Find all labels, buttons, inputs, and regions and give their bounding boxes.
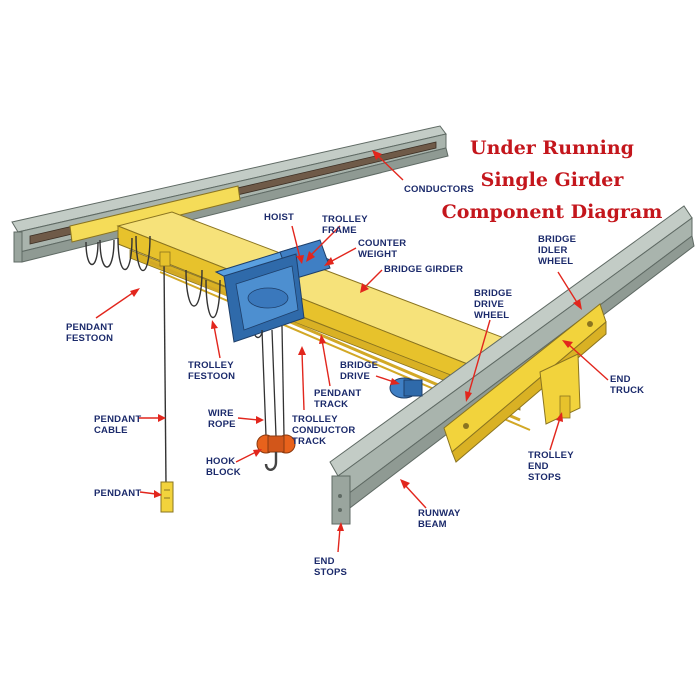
hook-block — [256, 434, 296, 471]
label-pendant-track: PENDANT TRACK — [314, 388, 364, 410]
label-counter-weight: COUNTER WEIGHT — [358, 238, 409, 260]
label-pendant-cable: PENDANT CABLE — [94, 414, 144, 436]
title-line-1: Under Running — [470, 137, 634, 159]
label-pendant: PENDANT — [94, 488, 141, 499]
hoist — [214, 239, 332, 343]
title-line-2: Single Girder — [481, 169, 625, 191]
title-line-3: Component Diagram — [442, 201, 663, 223]
wire-rope — [261, 325, 285, 437]
label-end-stops: END STOPS — [314, 556, 347, 578]
label-trolley-festoon: TROLLEY FESTOON — [188, 360, 236, 382]
label-trolley-end-stops: TROLLEY END STOPS — [528, 450, 576, 483]
label-runway-beam: RUNWAY BEAM — [418, 508, 463, 530]
label-pendant-festoon: PENDANT FESTOON — [66, 322, 116, 344]
label-hook-block: HOOK BLOCK — [206, 456, 241, 478]
diagram-title: Under Running Single Girder Component Di… — [442, 137, 663, 223]
pendant-cable — [159, 251, 171, 485]
component-labels: CONDUCTORS HOIST TROLLEY FRAME COUNTER W… — [66, 184, 644, 578]
label-bridge-idler-wheel: BRIDGE IDLER WHEEL — [538, 234, 579, 267]
label-bridge-drive-wheel: BRIDGE DRIVE WHEEL — [474, 288, 515, 321]
pendant — [160, 481, 174, 513]
label-wire-rope: WIRE ROPE — [208, 408, 236, 430]
trolley-end-stops — [539, 353, 581, 425]
leader-arrows — [95, 150, 609, 553]
label-end-truck: END TRUCK — [610, 374, 644, 396]
label-hoist: HOIST — [264, 212, 294, 223]
label-bridge-girder: BRIDGE GIRDER — [384, 264, 463, 275]
label-bridge-drive: BRIDGE DRIVE — [340, 360, 381, 382]
bridge-girder — [69, 185, 564, 411]
pendant-festoon — [85, 235, 151, 271]
label-conductors: CONDUCTORS — [404, 184, 474, 195]
label-trolley-conductor-track: TROLLEY CONDUCTOR TRACK — [292, 414, 358, 447]
label-trolley-frame: TROLLEY FRAME — [322, 214, 370, 236]
